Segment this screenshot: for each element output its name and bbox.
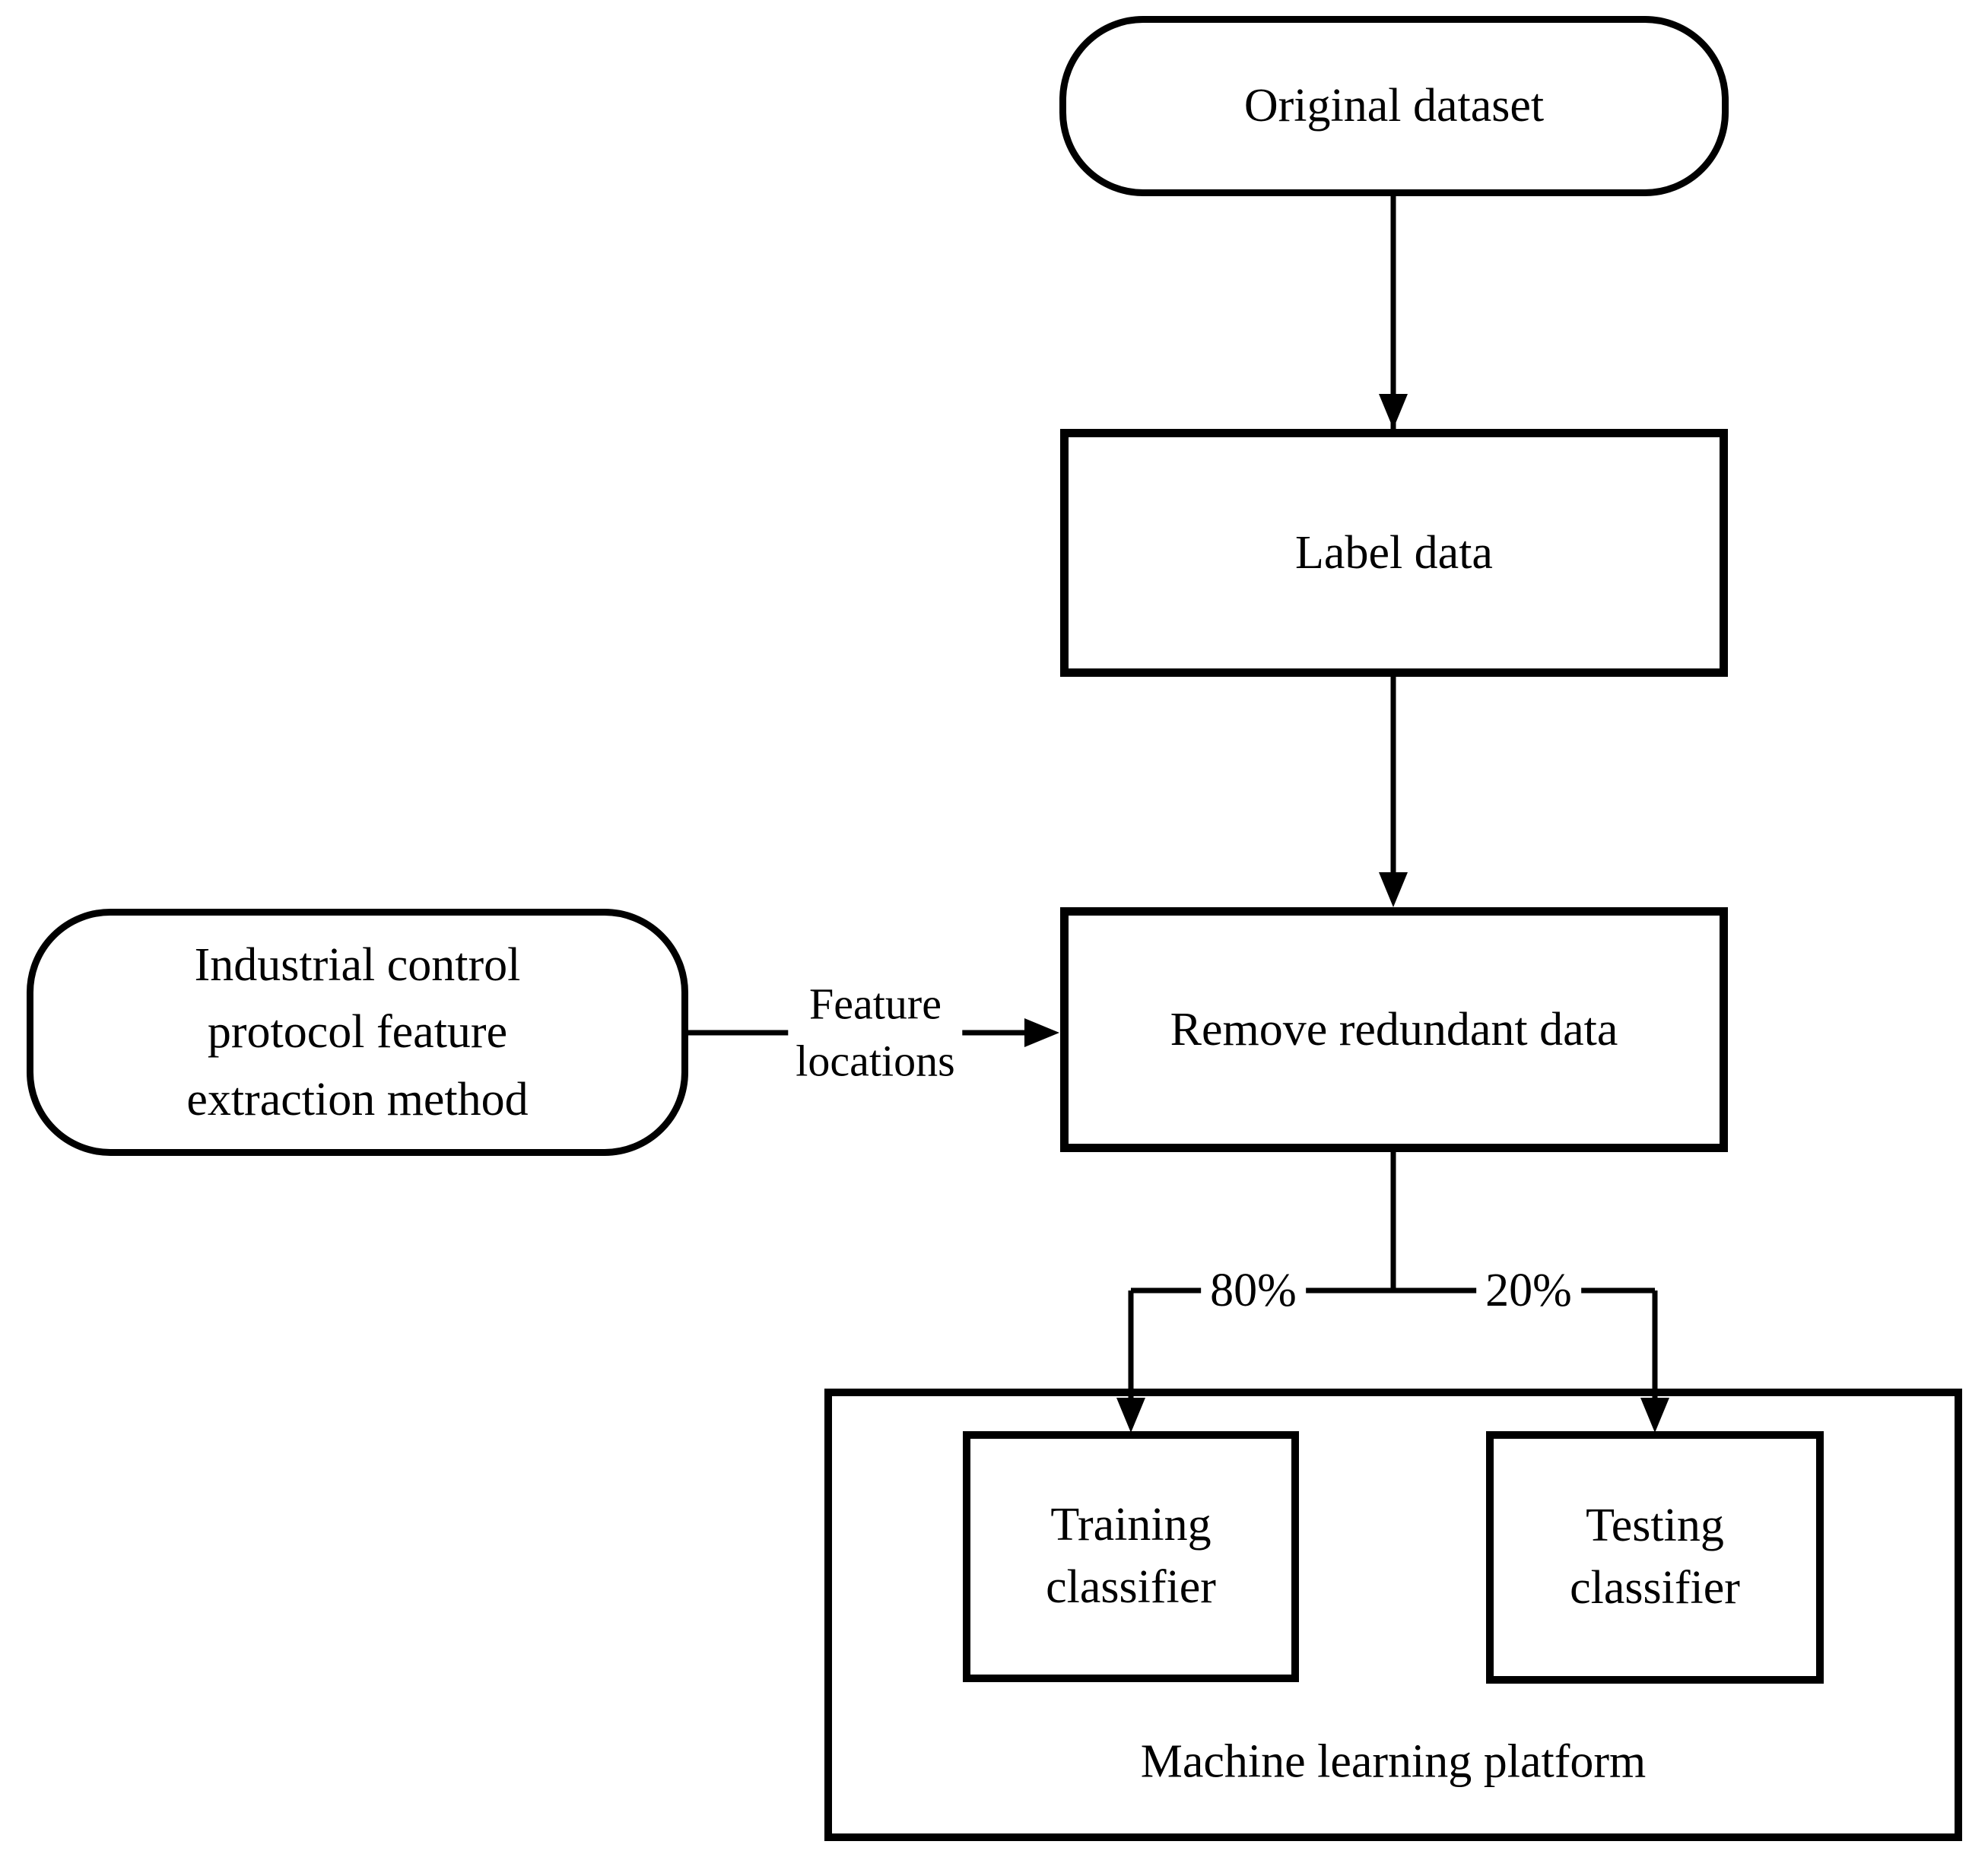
node-remove-redundant-data-label: Remove redundant data	[1170, 1003, 1618, 1056]
node-label-data-label: Label data	[1295, 526, 1493, 579]
node-training-classifier: Training classifier	[963, 1431, 1299, 1682]
node-training-classifier-label: Training classifier	[1046, 1499, 1216, 1613]
arrowhead-into-testing	[1640, 1398, 1669, 1433]
edge-label-feature-locations: Feature locations	[788, 975, 963, 1090]
node-label-data: Label data	[1060, 429, 1728, 677]
edge-label-20-percent: 20%	[1476, 1264, 1581, 1317]
node-original-dataset-label: Original dataset	[1243, 80, 1545, 132]
edge-label-80-percent: 80%	[1201, 1264, 1306, 1317]
machine-learning-platform-caption: Machine learning platform	[1140, 1735, 1647, 1788]
arrowhead-into-remove-left	[1024, 1018, 1059, 1047]
container-machine-learning-platform	[824, 1389, 1962, 1841]
node-feature-extraction-method-label: Industrial control protocol feature extr…	[186, 939, 529, 1125]
node-testing-classifier: Testing classifier	[1486, 1431, 1824, 1684]
arrowhead-into-label-data	[1379, 394, 1408, 429]
node-remove-redundant-data: Remove redundant data	[1060, 907, 1728, 1152]
node-feature-extraction-method: Industrial control protocol feature extr…	[27, 909, 688, 1156]
node-testing-classifier-label: Testing classifier	[1570, 1500, 1740, 1614]
arrowhead-into-remove-redundant	[1379, 872, 1408, 907]
node-original-dataset: Original dataset	[1059, 16, 1729, 196]
arrowhead-into-training	[1116, 1398, 1145, 1433]
